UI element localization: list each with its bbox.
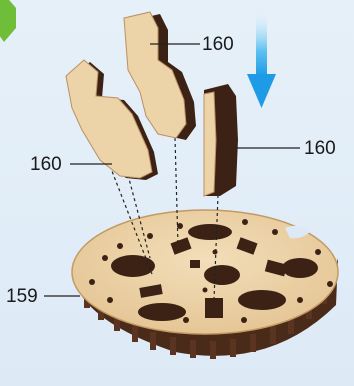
green-hexagon-icon — [0, 0, 16, 42]
down-arrow-icon — [247, 14, 276, 108]
callout-top-piece: 160 — [202, 35, 234, 54]
callout-right-piece: 160 — [304, 139, 336, 158]
base-gear-disk — [72, 210, 338, 359]
callout-base-gear: 159 — [6, 287, 38, 306]
callout-left-piece: 160 — [30, 155, 62, 174]
right-wooden-piece — [204, 84, 238, 196]
